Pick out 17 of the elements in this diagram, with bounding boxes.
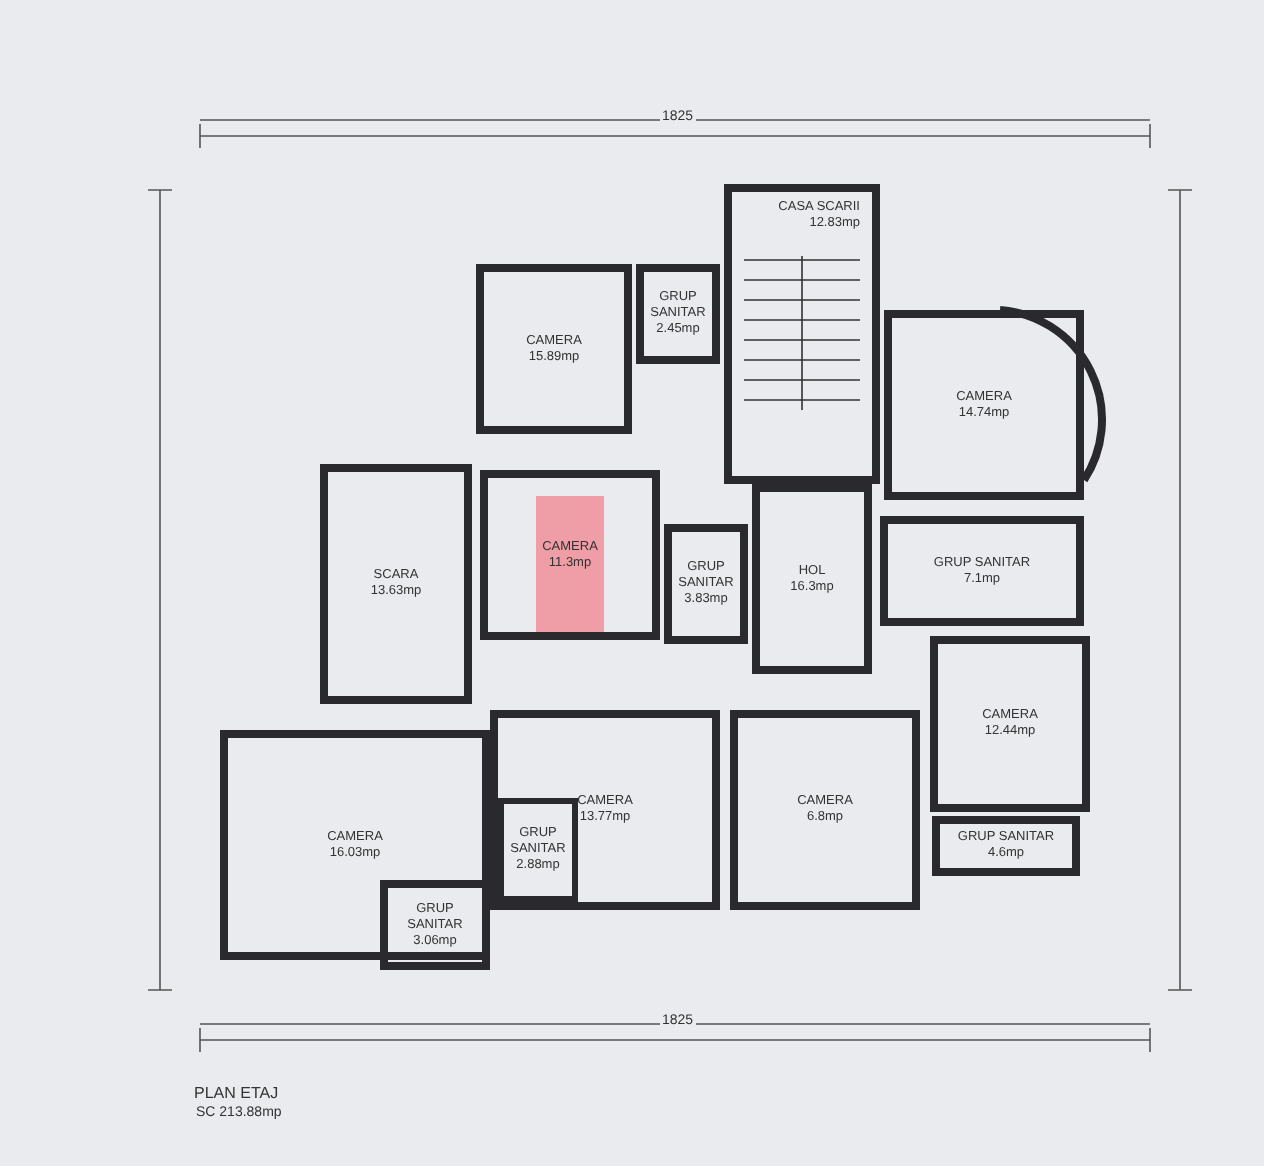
room-outline <box>476 264 632 434</box>
room-outline <box>380 880 490 970</box>
plan-title: PLAN ETAJ <box>194 1084 279 1102</box>
room-outline <box>498 798 578 902</box>
room-outline <box>636 264 720 364</box>
room-outline <box>220 730 490 960</box>
room-outline <box>490 710 720 910</box>
room-outline <box>884 310 1084 500</box>
room-outline <box>752 484 872 674</box>
room-outline <box>730 710 920 910</box>
room-outline <box>480 470 660 640</box>
room-outline <box>930 636 1090 812</box>
room-outline <box>320 464 472 704</box>
room-outline <box>880 516 1084 626</box>
room-outline <box>932 816 1080 876</box>
room-outline <box>664 524 748 644</box>
room-outline <box>724 184 880 484</box>
